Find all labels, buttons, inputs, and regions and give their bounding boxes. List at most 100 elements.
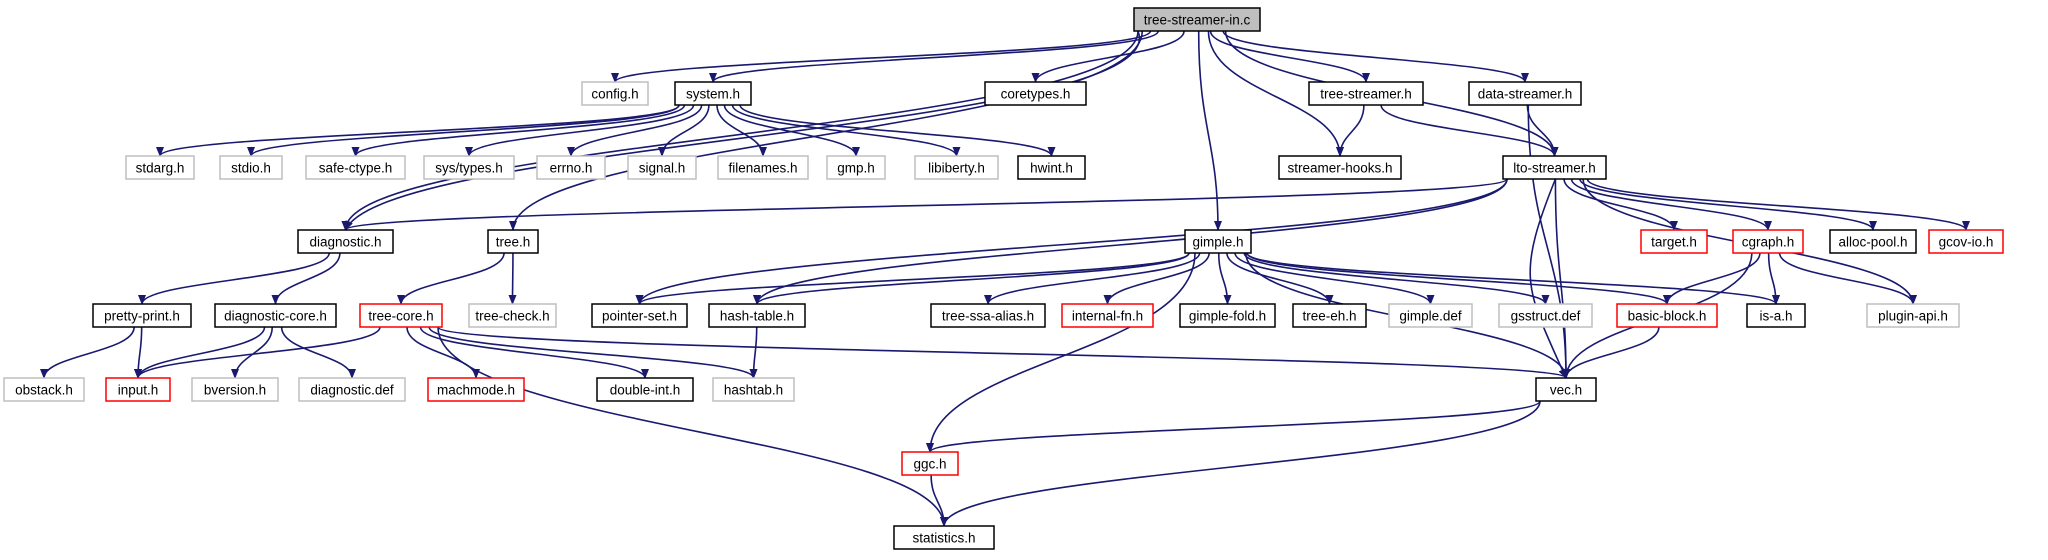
node-obstack-h[interactable]: obstack.h <box>3 377 85 402</box>
node-internal-fn-h[interactable]: internal-fn.h <box>1061 303 1154 328</box>
node-vec-h[interactable]: vec.h <box>1535 377 1597 402</box>
edge-vec-h-to-ggc-h <box>926 400 1541 453</box>
node-box <box>1732 229 1804 254</box>
node-box <box>826 155 886 180</box>
node-gmp-h[interactable]: gmp.h <box>826 155 886 180</box>
node-tree-streamer-in-c[interactable]: tree-streamer-in.c <box>1133 7 1261 32</box>
node-label: tree-check.h <box>475 309 549 324</box>
node-diagnostic-core-h[interactable]: diagnostic-core.h <box>214 303 337 328</box>
node-label: data-streamer.h <box>1478 87 1573 102</box>
node-gimple-h[interactable]: gimple.h <box>1184 229 1252 254</box>
edge-pretty-print-h-to-obstack-h <box>40 326 135 379</box>
node-libiberty-h[interactable]: libiberty.h <box>914 155 999 180</box>
edge-tree-streamer-in-c-to-tree-h <box>509 30 1144 231</box>
node-hwint-h[interactable]: hwint.h <box>1017 155 1086 180</box>
node-box <box>92 303 192 328</box>
node-gcov-io-h[interactable]: gcov-io.h <box>1928 229 2004 254</box>
node-machmode-h[interactable]: machmode.h <box>427 377 525 402</box>
node-pretty-print-h[interactable]: pretty-print.h <box>92 303 192 328</box>
node-label: tree-streamer-in.c <box>1144 13 1251 28</box>
edge-tree-core-h-to-statistics-h <box>437 326 948 527</box>
graph-edges <box>40 30 1970 527</box>
node-target-h[interactable]: target.h <box>1640 229 1708 254</box>
node-label: gsstruct.def <box>1511 309 1581 324</box>
node-label: coretypes.h <box>1001 87 1071 102</box>
node-bversion-h[interactable]: bversion.h <box>191 377 279 402</box>
node-statistics-h[interactable]: statistics.h <box>893 525 995 550</box>
node-box <box>1017 155 1086 180</box>
node-coretypes-h[interactable]: coretypes.h <box>984 81 1087 106</box>
node-label: tree-ssa-alias.h <box>942 309 1034 324</box>
node-stdio-h[interactable]: stdio.h <box>219 155 283 180</box>
node-cgraph-h[interactable]: cgraph.h <box>1732 229 1804 254</box>
node-gimple-def[interactable]: gimple.def <box>1388 303 1473 328</box>
node-basic-block-h[interactable]: basic-block.h <box>1616 303 1718 328</box>
node-box <box>674 81 752 106</box>
edge-ggc-h-to-statistics-h <box>930 474 948 527</box>
node-box <box>1308 81 1424 106</box>
node-errno-h[interactable]: errno.h <box>536 155 606 180</box>
node-filenames-h[interactable]: filenames.h <box>717 155 809 180</box>
node-box <box>914 155 999 180</box>
node-config-h[interactable]: config.h <box>581 81 649 106</box>
edge-tree-core-h-to-vec-h <box>437 326 1570 379</box>
edge-gimple-h-to-hash-table-h <box>753 252 1190 305</box>
edge-tree-streamer-in-c-to-system-h <box>709 30 1160 83</box>
node-lto-streamer-h[interactable]: lto-streamer.h <box>1502 155 1607 180</box>
node-alloc-pool-h[interactable]: alloc-pool.h <box>1829 229 1917 254</box>
node-label: sys/types.h <box>435 161 503 176</box>
node-tree-core-h[interactable]: tree-core.h <box>359 303 443 328</box>
node-diagnostic-def[interactable]: diagnostic.def <box>298 377 406 402</box>
node-box <box>536 155 606 180</box>
edge-lto-streamer-h-to-alloc-pool-h <box>1579 178 1877 231</box>
edge-tree-core-h-to-machmode-h <box>406 326 480 379</box>
node-double-int-h[interactable]: double-int.h <box>596 377 694 402</box>
edge-lto-streamer-h-to-vec-h-2 <box>1529 178 1567 379</box>
node-stdarg-h[interactable]: stdarg.h <box>125 155 195 180</box>
edge-pretty-print-h-to-input-h <box>134 326 143 379</box>
node-streamer-hooks-h[interactable]: streamer-hooks.h <box>1278 155 1402 180</box>
node-box <box>1278 155 1402 180</box>
node-is-a-h[interactable]: is-a.h <box>1746 303 1806 328</box>
node-label: stdio.h <box>231 161 271 176</box>
node-tree-h[interactable]: tree.h <box>487 229 539 254</box>
node-data-streamer-h[interactable]: data-streamer.h <box>1468 81 1582 106</box>
node-box <box>1292 303 1367 328</box>
edge-system-h-to-signal-h <box>658 104 710 157</box>
node-safe-ctype-h[interactable]: safe-ctype.h <box>305 155 406 180</box>
node-system-h[interactable]: system.h <box>674 81 752 106</box>
node-label: stdarg.h <box>136 161 185 176</box>
edge-lto-streamer-h-to-pointer-set-h <box>635 178 1508 305</box>
node-tree-eh-h[interactable]: tree-eh.h <box>1292 303 1367 328</box>
node-sys-types-h[interactable]: sys/types.h <box>423 155 515 180</box>
edge-gimple-h-to-ggc-h <box>926 252 1196 453</box>
node-input-h[interactable]: input.h <box>105 377 171 402</box>
node-tree-streamer-h[interactable]: tree-streamer.h <box>1308 81 1424 106</box>
node-box <box>893 525 995 550</box>
node-diagnostic-h[interactable]: diagnostic.h <box>297 229 394 254</box>
node-gimple-fold-h[interactable]: gimple-fold.h <box>1179 303 1276 328</box>
node-tree-ssa-alias-h[interactable]: tree-ssa-alias.h <box>930 303 1046 328</box>
node-label: libiberty.h <box>928 161 985 176</box>
graph-nodes: tree-streamer-in.c config.h system.h corety… <box>3 7 2004 550</box>
node-box <box>125 155 195 180</box>
node-signal-h[interactable]: signal.h <box>627 155 697 180</box>
node-ggc-h[interactable]: ggc.h <box>901 451 959 476</box>
node-label: safe-ctype.h <box>319 161 393 176</box>
node-label: vec.h <box>1550 383 1582 398</box>
node-label: input.h <box>118 383 159 398</box>
node-box <box>1866 303 1960 328</box>
edge-gimple-h-to-basic-block-h <box>1246 252 1671 305</box>
node-hashtab-h[interactable]: hashtab.h <box>712 377 795 402</box>
node-box <box>297 229 394 254</box>
node-gsstruct-def[interactable]: gsstruct.def <box>1498 303 1593 328</box>
edge-system-h-to-sys-types-h <box>465 104 695 157</box>
edge-system-h-to-hwint-h <box>739 104 1056 157</box>
node-box <box>1746 303 1806 328</box>
node-pointer-set-h[interactable]: pointer-set.h <box>591 303 688 328</box>
node-plugin-api-h[interactable]: plugin-api.h <box>1866 303 1960 328</box>
node-label: signal.h <box>639 161 686 176</box>
node-hash-table-h[interactable]: hash-table.h <box>708 303 806 328</box>
node-tree-check-h[interactable]: tree-check.h <box>468 303 557 328</box>
edge-vec-h-to-statistics-h <box>940 400 1541 527</box>
